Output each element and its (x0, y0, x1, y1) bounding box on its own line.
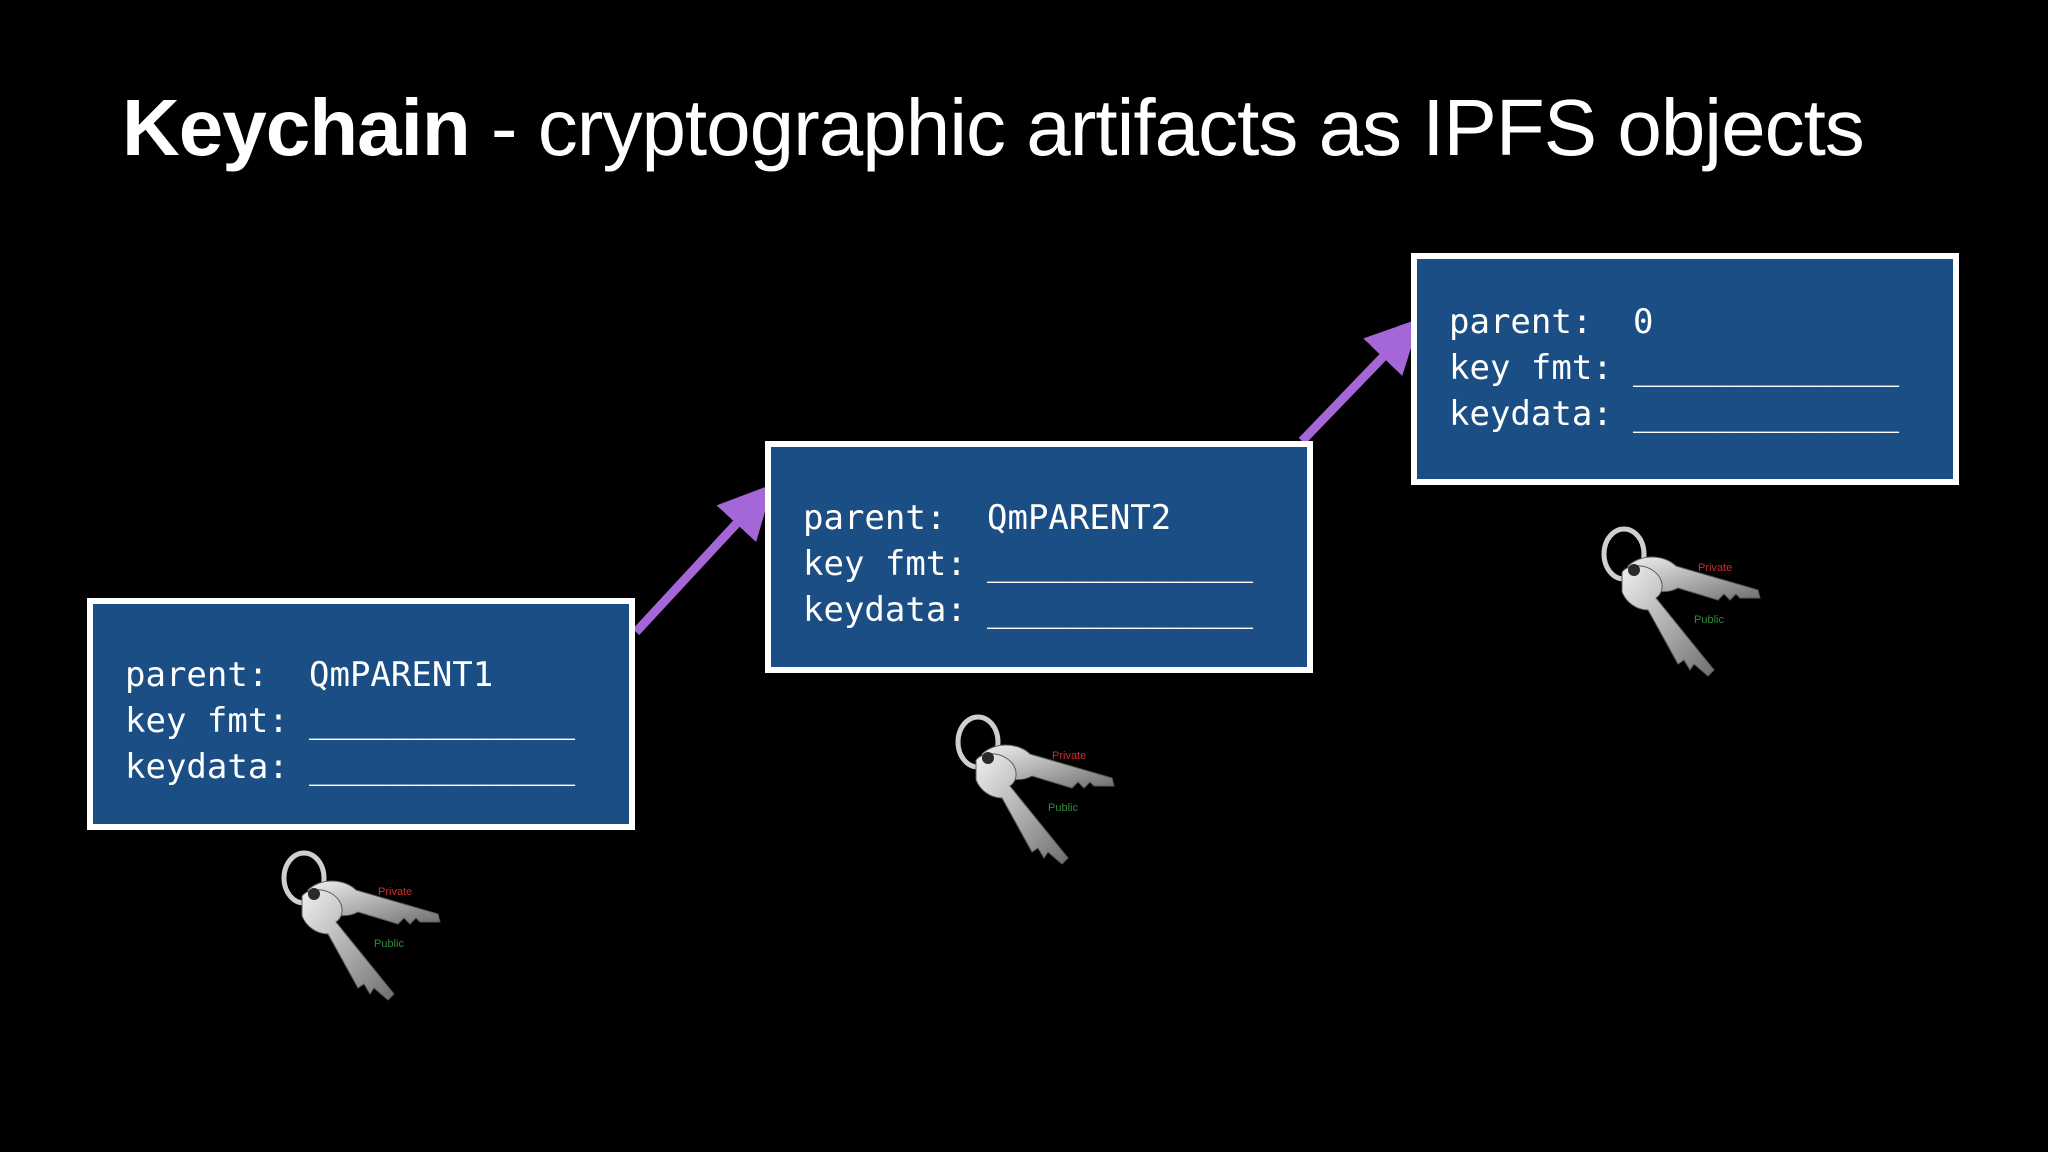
keypair-icon: Private Public (1590, 524, 1780, 684)
key-fmt-value: _____________ (987, 544, 1254, 584)
keychain-block-1: parent: QmPARENT1 key fmt: _____________ k… (87, 598, 635, 830)
keydata-label: keydata: (803, 590, 967, 630)
public-key-label: Public (374, 938, 404, 950)
keydata-label: keydata: (125, 747, 289, 787)
public-key-label: Public (1694, 614, 1724, 626)
key-fmt-row: key fmt: _____________ (803, 541, 1307, 587)
key-fmt-value: _____________ (1633, 348, 1900, 388)
parent-value: QmPARENT1 (309, 655, 494, 695)
parent-label: parent: (1449, 302, 1593, 342)
keydata-row: keydata: _____________ (125, 744, 629, 790)
keys-icon (1601, 526, 1761, 677)
public-key-label: Public (1048, 802, 1078, 814)
keychain-block-3: parent: 0 key fmt: _____________ keydata: _… (1411, 253, 1959, 485)
keydata-label: keydata: (1449, 394, 1613, 434)
keydata-value: _____________ (309, 747, 576, 787)
parent-value: 0 (1633, 302, 1654, 342)
parent-row: parent: 0 (1449, 299, 1953, 345)
parent-row: parent: QmPARENT2 (803, 495, 1307, 541)
key-fmt-value: _____________ (309, 701, 576, 741)
arrow-block2-to-block3 (1298, 318, 1421, 445)
parent-value: QmPARENT2 (987, 498, 1172, 538)
parent-label: parent: (803, 498, 947, 538)
key-fmt-label: key fmt: (125, 701, 289, 741)
key-fmt-row: key fmt: _____________ (125, 698, 629, 744)
key-fmt-label: key fmt: (1449, 348, 1613, 388)
arrow-block1-to-block2 (632, 484, 774, 636)
keys-icon (281, 850, 441, 1001)
keys-icon (955, 714, 1115, 865)
parent-label: parent: (125, 655, 269, 695)
private-key-label: Private (1698, 562, 1733, 574)
keypair-icon: Private Public (944, 712, 1134, 872)
slide-title: Keychain - cryptographic artifacts as IP… (122, 78, 1865, 178)
private-key-label: Private (378, 886, 413, 898)
parent-row: parent: QmPARENT1 (125, 652, 629, 698)
key-fmt-row: key fmt: _____________ (1449, 345, 1953, 391)
private-key-label: Private (1052, 750, 1087, 762)
keydata-row: keydata: _____________ (1449, 391, 1953, 437)
keydata-value: _____________ (987, 590, 1254, 630)
keydata-value: _____________ (1633, 394, 1900, 434)
keydata-row: keydata: _____________ (803, 587, 1307, 633)
title-keyword: Keychain (122, 83, 471, 172)
key-fmt-label: key fmt: (803, 544, 967, 584)
keychain-block-2: parent: QmPARENT2 key fmt: _____________ k… (765, 441, 1313, 673)
keypair-icon: Private Public (270, 848, 460, 1008)
title-subtitle: - cryptographic artifacts as IPFS object… (469, 83, 1865, 172)
